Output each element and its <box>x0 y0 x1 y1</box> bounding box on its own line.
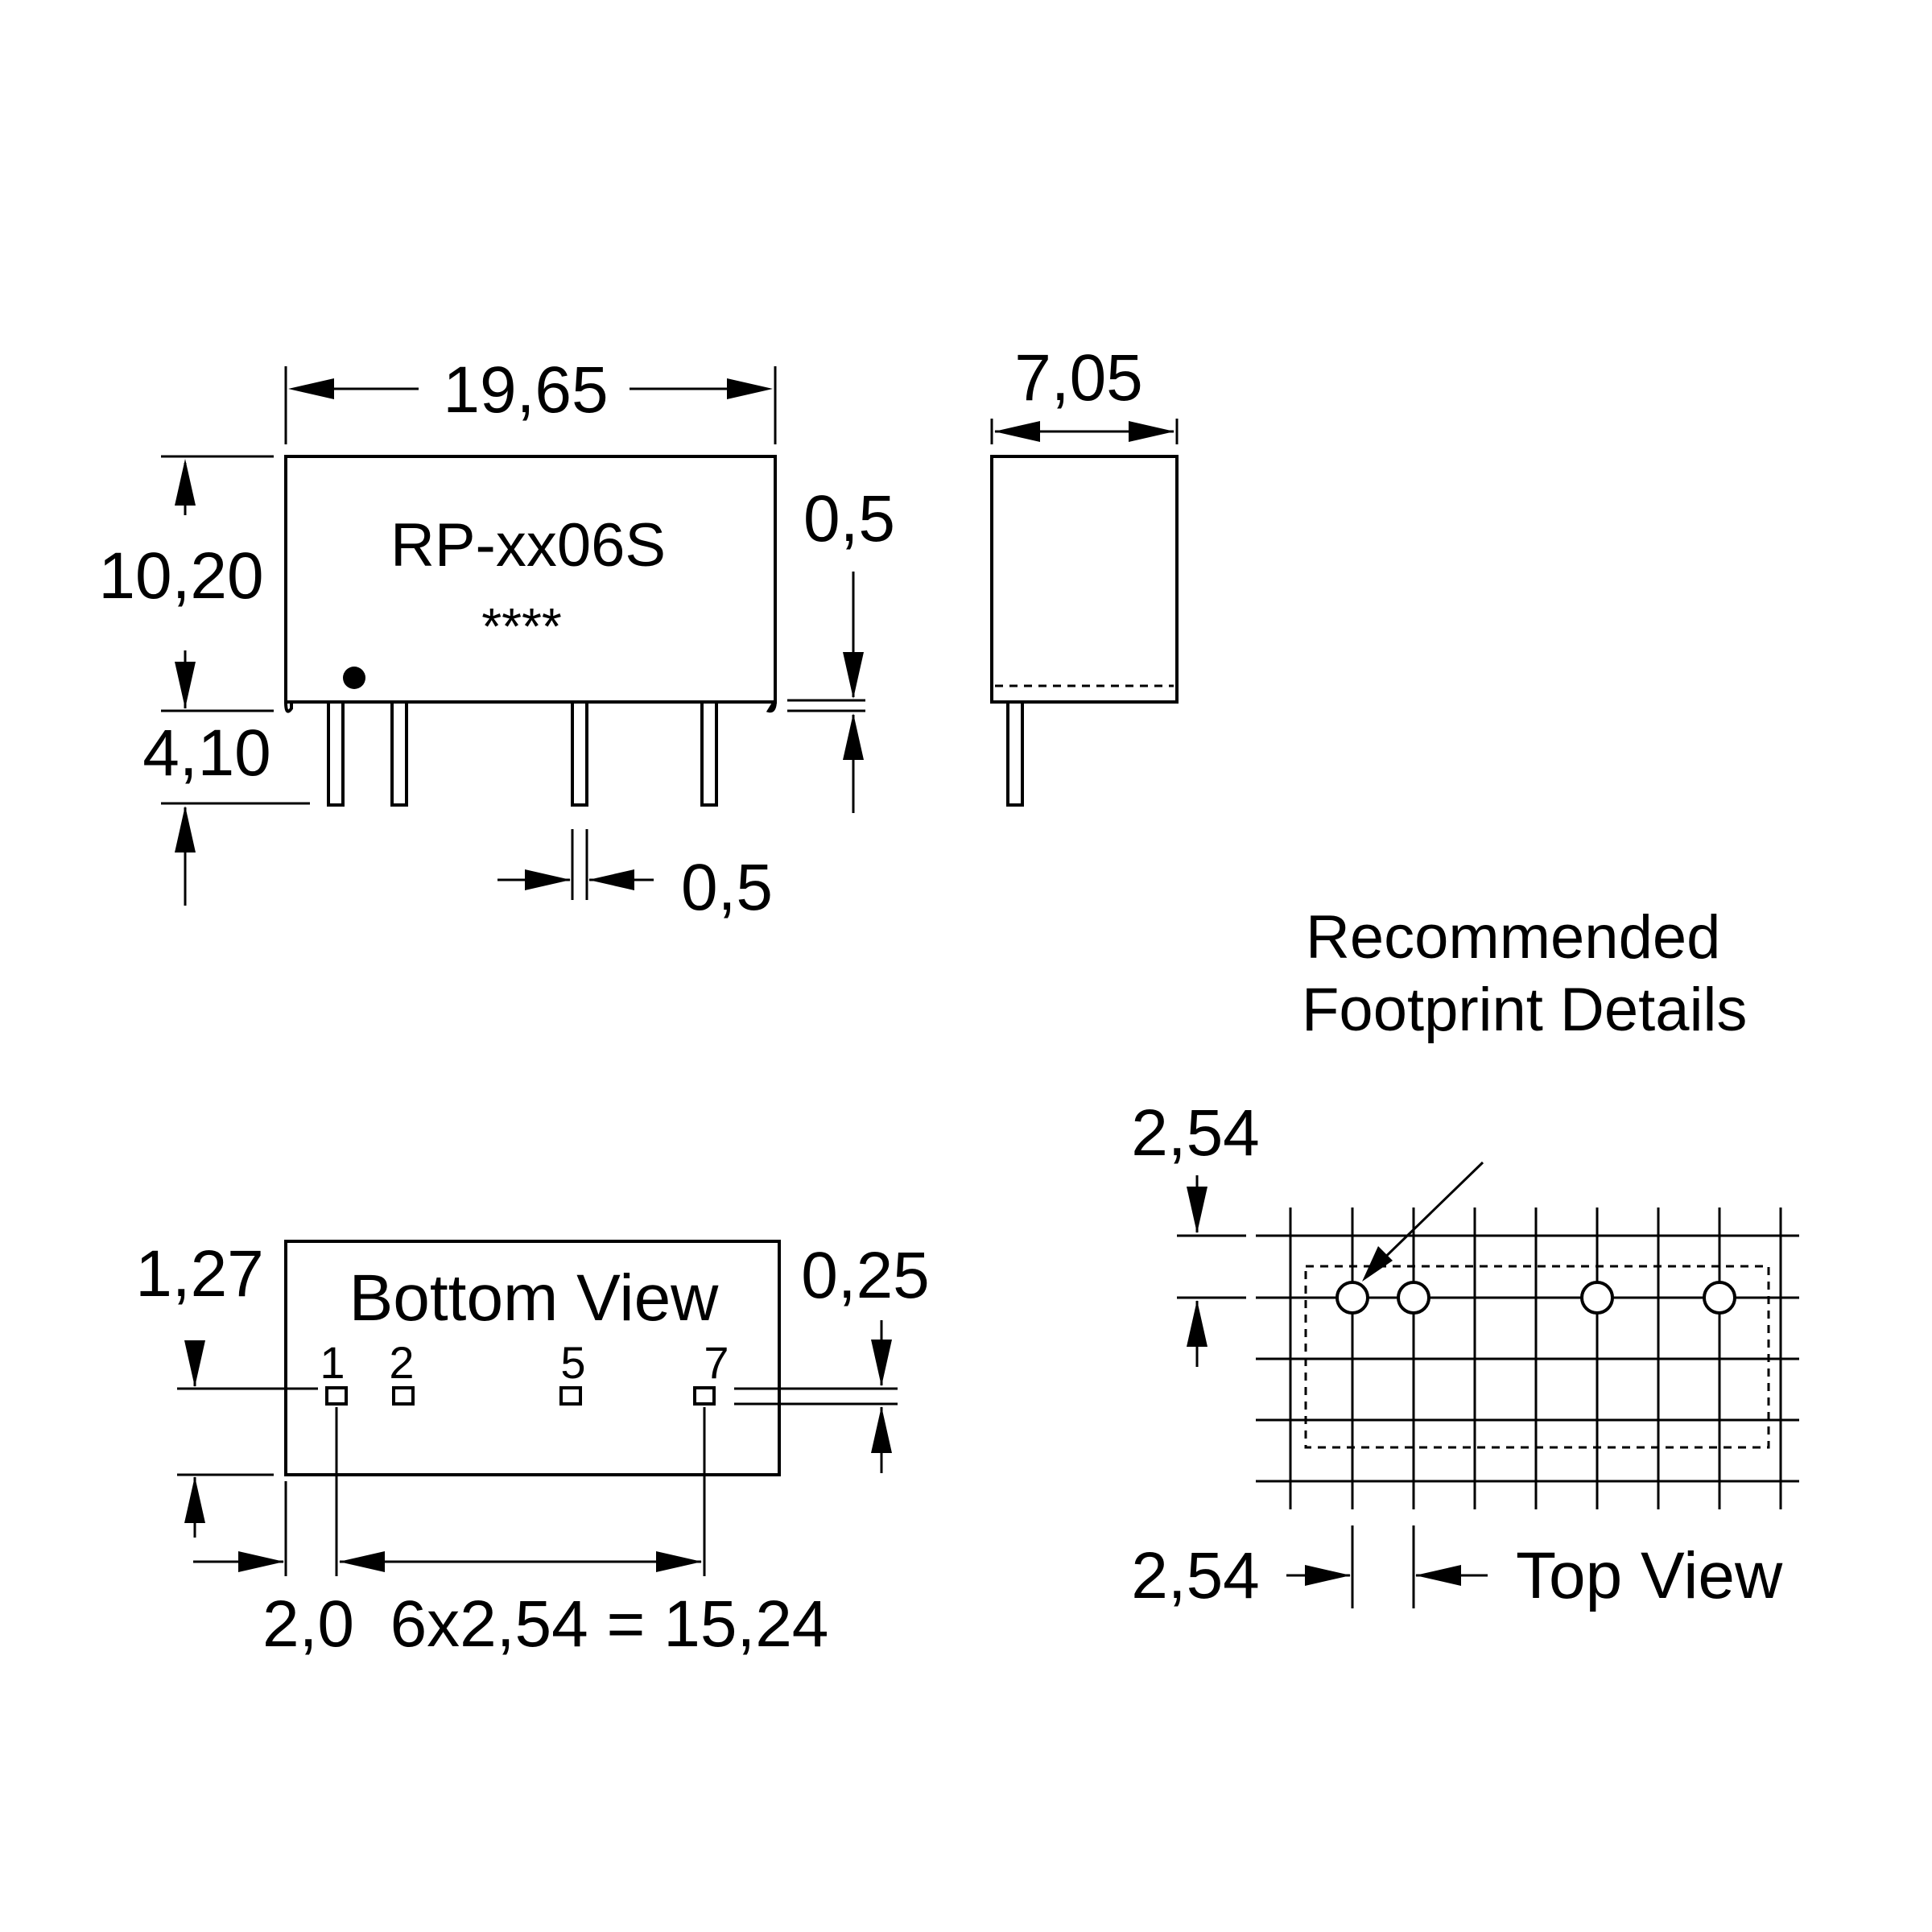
bottom-pin-pad-1 <box>325 1386 348 1406</box>
vertical-pitch-dimension: 2,54 <box>1131 1096 1260 1367</box>
pin-size-dimension: 0,25 <box>734 1239 930 1473</box>
footprint-pad-5 <box>1580 1281 1614 1315</box>
row-offset-dimension: 1,27 <box>135 1237 318 1538</box>
height-dimension: 10,20 <box>98 455 274 712</box>
pin-width-dimension: 0,5 <box>497 829 773 924</box>
bottom-view: Bottom View 1 2 5 7 1,27 <box>135 1237 930 1661</box>
bottom-pin-pad-5 <box>559 1386 582 1406</box>
footprint-pad-1 <box>1335 1281 1369 1315</box>
top-view-label: Top View <box>1516 1539 1783 1612</box>
front-body <box>284 455 777 704</box>
front-pin-5 <box>571 700 588 807</box>
footprint-pad-7 <box>1703 1281 1736 1315</box>
row-offset-value: 1,27 <box>135 1237 264 1311</box>
front-pin-7 <box>700 700 718 807</box>
footprint-view: Recommended Footprint Details <box>1131 903 1799 1612</box>
standoff-dimension: 0,5 <box>787 482 895 813</box>
footprint-outline <box>1304 1265 1770 1449</box>
width-value: 19,65 <box>443 353 608 427</box>
pin-number-7: 7 <box>704 1337 729 1388</box>
pitch-total-value: 6x2,54 = 15,24 <box>390 1587 829 1661</box>
pitch-dimension: 2,0 6x2,54 = 15,24 <box>193 1407 828 1661</box>
edge-offset-value: 2,0 <box>262 1587 354 1661</box>
footprint-grid <box>1256 1208 1799 1509</box>
pad-leader-arrow <box>1362 1161 1484 1282</box>
side-body <box>990 455 1179 704</box>
pin1-marker-dot <box>343 667 365 689</box>
pin-length-dimension: 4,10 <box>142 716 310 906</box>
height-value: 10,20 <box>98 539 263 613</box>
bottom-pin-pad-7 <box>693 1386 716 1406</box>
side-pin <box>1006 700 1024 807</box>
width-dimension: 19,65 <box>284 353 777 444</box>
footprint-pads <box>1335 1281 1736 1315</box>
pin-number-5: 5 <box>560 1337 585 1388</box>
bottom-pins: 1 2 5 7 <box>320 1337 729 1406</box>
footprint-pad-2 <box>1397 1281 1430 1315</box>
pin-length-value: 4,10 <box>142 716 271 790</box>
side-view: 7,05 <box>990 341 1179 807</box>
standoff-value: 0,5 <box>803 482 895 555</box>
front-pins <box>327 700 718 807</box>
bottom-pin-pad-2 <box>392 1386 415 1406</box>
footprint-title-line1: Recommended <box>1306 903 1720 972</box>
front-pin-1 <box>327 700 345 807</box>
depth-value: 7,05 <box>1014 341 1143 415</box>
footprint-title-line2: Footprint Details <box>1302 976 1747 1044</box>
horizontal-pitch-dimension: 2,54 Top View <box>1131 1525 1783 1612</box>
vertical-pitch-value: 2,54 <box>1131 1096 1260 1170</box>
front-view: RP-xx06S **** 19,65 10,20 4,10 <box>98 353 895 924</box>
part-number-label: RP-xx06S <box>390 511 666 580</box>
pin-number-2: 2 <box>389 1337 414 1388</box>
pin-size-value: 0,25 <box>801 1239 930 1312</box>
depth-dimension: 7,05 <box>990 341 1179 444</box>
horizontal-pitch-value: 2,54 <box>1131 1539 1260 1612</box>
pin-number-1: 1 <box>320 1337 345 1388</box>
front-pin-2 <box>390 700 408 807</box>
bottom-body <box>284 1240 781 1476</box>
pin-width-value: 0,5 <box>681 851 773 924</box>
marking-label: **** <box>481 597 562 655</box>
bottom-view-title: Bottom View <box>349 1261 720 1335</box>
